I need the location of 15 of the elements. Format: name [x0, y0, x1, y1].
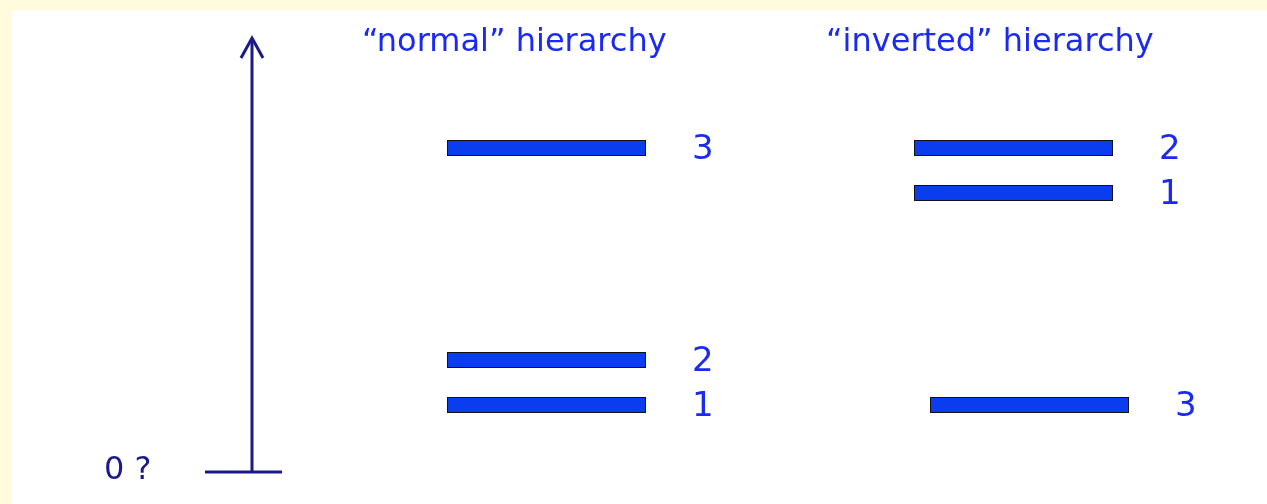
axis-label: 0 ?	[104, 452, 152, 484]
level-number: 1	[692, 387, 714, 421]
level-bar	[914, 140, 1113, 156]
column-heading: “inverted” hierarchy	[826, 24, 1154, 56]
level-number: 2	[1159, 130, 1181, 164]
level-number: 3	[1175, 387, 1197, 421]
level-number: 2	[692, 342, 714, 376]
level-bar	[447, 140, 646, 156]
level-number: 1	[1159, 175, 1181, 209]
level-bar	[447, 397, 646, 413]
level-bar	[930, 397, 1129, 413]
level-bar	[914, 185, 1113, 201]
column-heading: “normal” hierarchy	[362, 24, 667, 56]
level-bar	[447, 352, 646, 368]
level-number: 3	[692, 130, 714, 164]
